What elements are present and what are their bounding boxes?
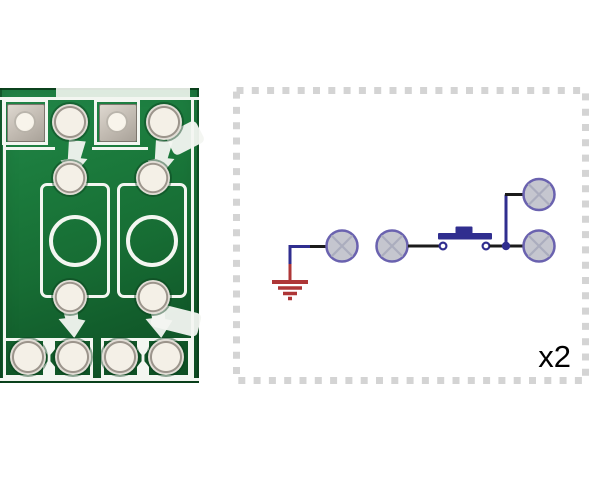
silkscreen-line-under-pads-mid: [92, 147, 148, 150]
silkscreen-separator: [43, 338, 55, 378]
button-pin-hole: [136, 280, 170, 314]
pcb-top-glare: [56, 88, 190, 97]
terminal-dot: [438, 241, 448, 251]
schematic-panel: x2: [233, 87, 589, 384]
button-circle-outline-right: [126, 215, 178, 267]
solder-pad-round: [102, 339, 138, 375]
solder-pad-round: [146, 104, 182, 140]
solder-pad-round: [52, 104, 88, 140]
ground-symbol-icon: [272, 263, 308, 301]
button-pin-hole: [136, 161, 170, 195]
silkscreen-line-top: [0, 97, 199, 100]
solder-pad-icon: [375, 229, 409, 263]
silkscreen-line-under-pads-left: [3, 147, 55, 150]
button-pin-hole: [53, 280, 87, 314]
solder-pad-round: [148, 339, 184, 375]
solder-pad-square: [99, 104, 137, 142]
solder-pad-icon: [522, 177, 556, 212]
solder-pad-icon: [522, 229, 556, 263]
silkscreen-line-bottom: [0, 378, 199, 381]
button-pin-hole: [53, 161, 87, 195]
silkscreen-separator: [137, 338, 149, 378]
multiplier-label: x2: [538, 339, 571, 374]
solder-pad-round: [55, 339, 91, 375]
push-button-icon: [438, 226, 492, 251]
silkscreen-box-pad3: [94, 99, 140, 145]
wire-navy: [288, 245, 310, 264]
schematic-drawing: [233, 87, 589, 384]
silkscreen-line-left: [3, 97, 6, 378]
pcb-photo: [0, 88, 206, 383]
solder-pad-square: [7, 104, 45, 142]
terminal-dot: [481, 241, 491, 251]
solder-pad-round: [10, 339, 46, 375]
silkscreen-line-right: [191, 97, 194, 378]
solder-pad-icon: [325, 229, 359, 263]
drill-hole: [14, 111, 36, 133]
dashed-border: [233, 87, 589, 384]
silkscreen-box-pad1: [2, 99, 48, 145]
button-circle-outline-left: [49, 215, 101, 267]
drill-hole: [106, 111, 128, 133]
